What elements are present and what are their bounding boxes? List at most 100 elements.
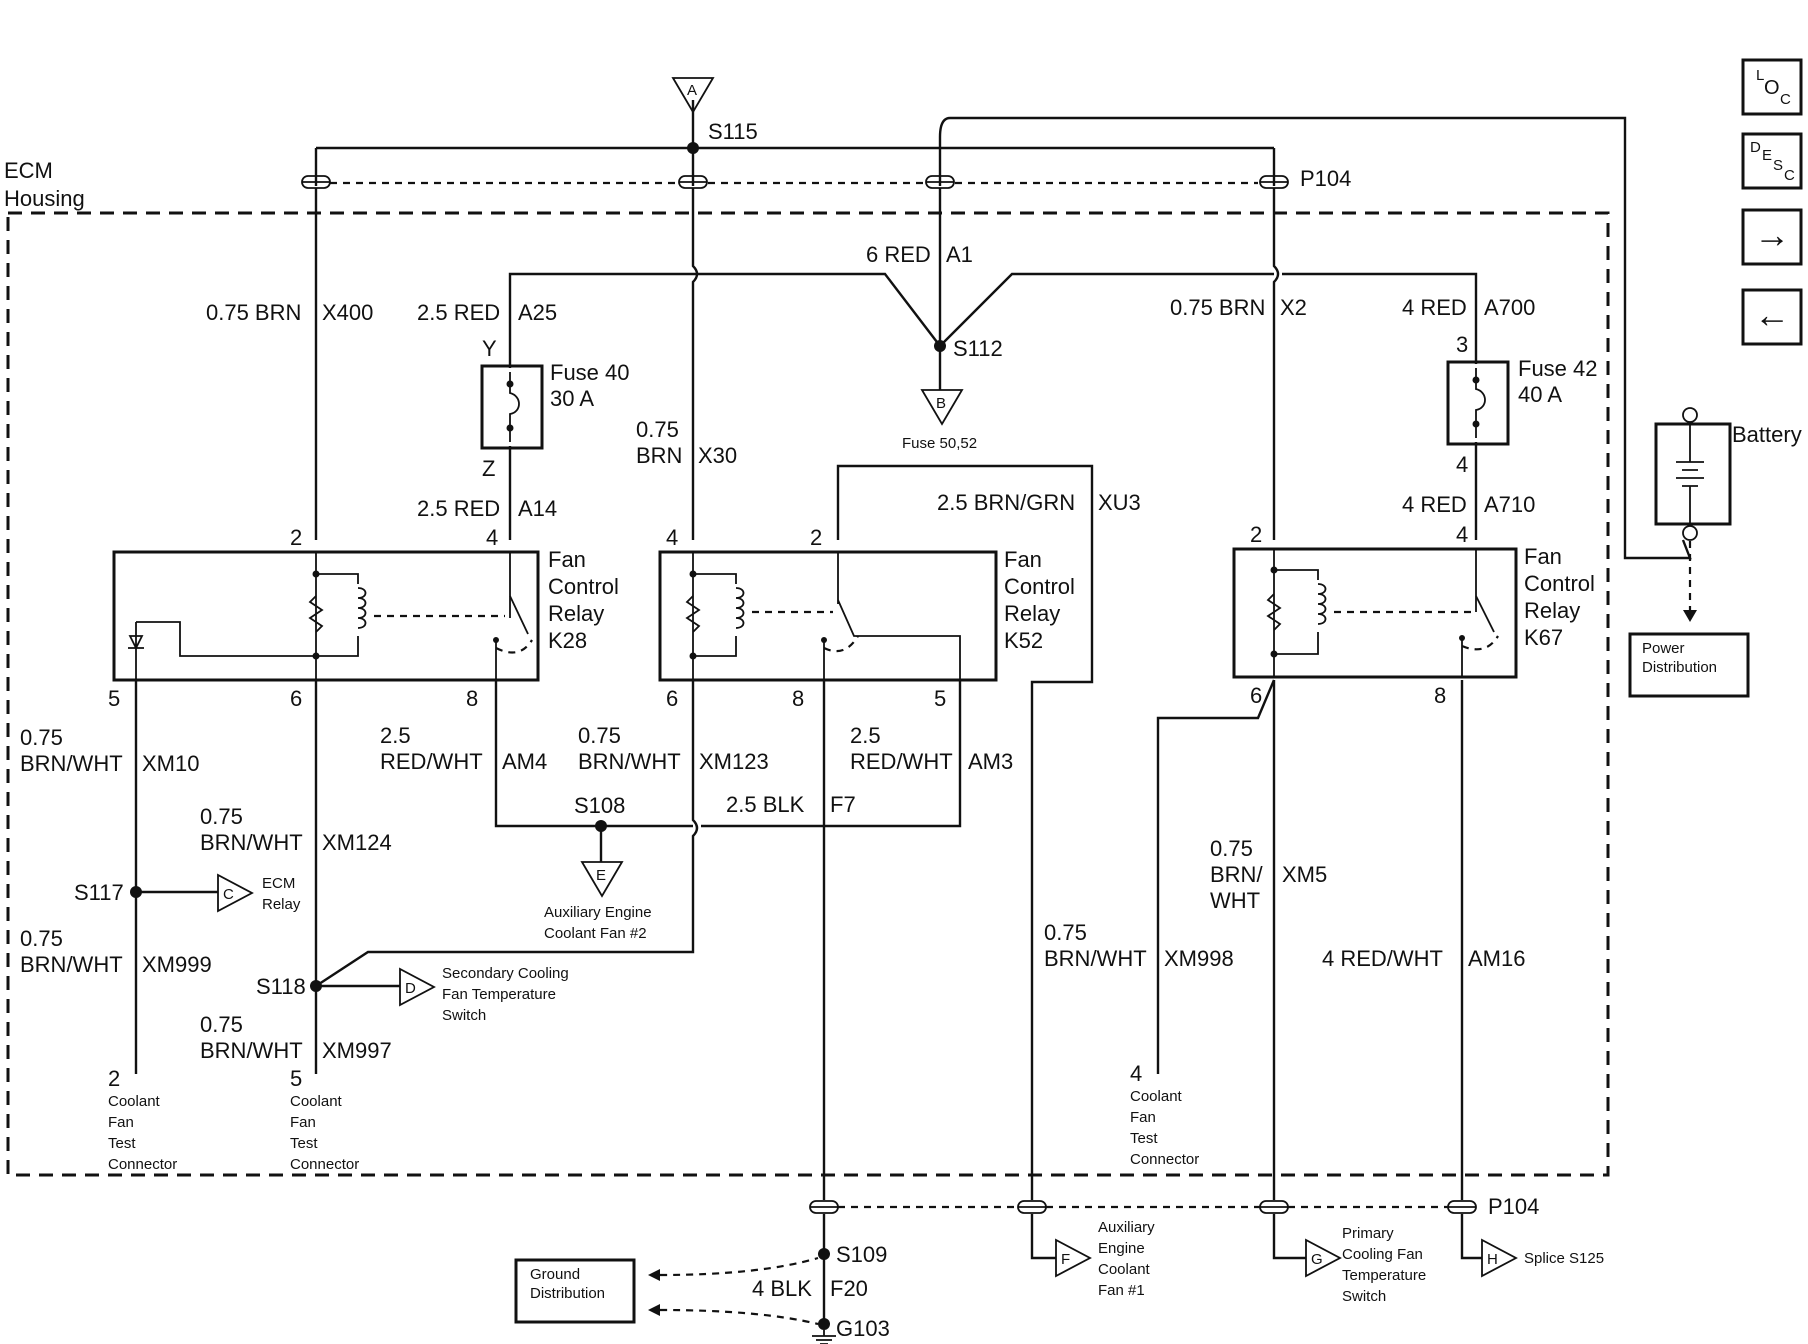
svg-text:E: E	[1762, 147, 1772, 164]
offpage-h-icon: H	[1481, 1238, 1518, 1278]
next-arrow-button[interactable]: →	[1741, 208, 1803, 266]
power-distribution-line1: Power	[1642, 640, 1685, 657]
wire-xm998-size2: BRN/WHT	[1044, 946, 1147, 971]
offpage-e-line1: Auxiliary Engine	[544, 904, 652, 921]
wire-xm10-size2: BRN/WHT	[20, 751, 123, 776]
wire-am3-circuit: AM3	[968, 749, 1013, 774]
tc5-line2: Fan	[290, 1114, 316, 1131]
wire-xm998-size1: 0.75	[1044, 920, 1087, 945]
wire-a710-size: 4 RED	[1402, 492, 1467, 517]
wire-xu3	[836, 464, 1094, 1200]
wire-x30-size1: 0.75	[636, 417, 679, 442]
k28-pin-4: 4	[486, 525, 498, 550]
tc4-line1: Coolant	[1130, 1088, 1183, 1105]
housing-label-line2: Housing	[4, 186, 85, 211]
wire-xm5-circuit: XM5	[1282, 862, 1327, 887]
tc2-line2: Fan	[108, 1114, 134, 1131]
relay-k28-internals	[128, 552, 533, 680]
relay-k67-line3: Relay	[1524, 598, 1580, 623]
wire-xu3-circuit: XU3	[1098, 490, 1141, 515]
power-distribution-line2: Distribution	[1642, 659, 1717, 676]
splice-s112-label: S112	[953, 336, 1003, 361]
k52-pin-8: 8	[792, 686, 804, 711]
housing-label-line1: ECM	[4, 158, 53, 183]
power-distribution-box	[1628, 632, 1750, 698]
relay-k28-line1: Fan	[548, 547, 586, 572]
relay-k52-line4: K52	[1004, 628, 1043, 653]
relay-k28-line3: Relay	[548, 601, 604, 626]
offpage-h-label: Splice S125	[1524, 1250, 1604, 1267]
wire-a710-circuit: A710	[1484, 492, 1535, 517]
svg-text:C: C	[1780, 91, 1791, 108]
wire-x2	[1272, 188, 1280, 540]
wire-xm124-circuit: XM124	[322, 830, 392, 855]
offpage-c-icon: C	[217, 873, 254, 913]
splice-s109-label: S109	[836, 1242, 887, 1267]
wire-xm10-size1: 0.75	[20, 725, 63, 750]
tc4-line3: Test	[1130, 1130, 1158, 1147]
connector-p104-bottom: P104	[1488, 1194, 1539, 1219]
fuse-42-name: Fuse 42	[1518, 356, 1598, 381]
k67-pin-4: 4	[1456, 522, 1468, 547]
wire-x2-size: 0.75 BRN	[1170, 295, 1265, 320]
svg-text:C: C	[1784, 167, 1795, 184]
ground-icon	[812, 1330, 836, 1344]
wire-xm124-size1: 0.75	[200, 804, 243, 829]
battery-label: Battery	[1732, 422, 1802, 447]
relay-k52-line2: Control	[1004, 574, 1075, 599]
offpage-a-icon: A	[671, 77, 715, 114]
tc2-line4: Connector	[108, 1156, 177, 1173]
tc2-line3: Test	[108, 1135, 136, 1152]
tc4-pin: 4	[1130, 1061, 1142, 1086]
connector-p104-top: P104	[1300, 166, 1351, 191]
k67-pin-2: 2	[1250, 522, 1262, 547]
relay-k67-line2: Control	[1524, 571, 1595, 596]
offpage-g-icon: G	[1305, 1238, 1342, 1278]
tc5-pin: 5	[290, 1066, 302, 1091]
ground-distribution-line1: Ground	[530, 1266, 580, 1283]
wire-xu3-size: 2.5 BRN/GRN	[937, 490, 1075, 515]
wire-am4-circuit: AM4	[502, 749, 547, 774]
offpage-g-line3: Temperature	[1342, 1267, 1426, 1284]
relay-k67-line4: K67	[1524, 625, 1563, 650]
battery-icon	[1654, 407, 1732, 541]
splice-s108-label: S108	[574, 793, 625, 818]
k28-pin-5: 5	[108, 686, 120, 711]
tc5-line1: Coolant	[290, 1093, 343, 1110]
offpage-e-icon: E	[580, 861, 624, 898]
ground-distribution-box	[514, 1258, 636, 1324]
wire-xm123-circuit: XM123	[699, 749, 769, 774]
ground-distribution-line2: Distribution	[530, 1285, 605, 1302]
k28-pin-2: 2	[290, 525, 302, 550]
svg-text:C: C	[223, 886, 234, 903]
wire-am16-size: 4 RED/WHT	[1322, 946, 1443, 971]
wire-a25-circuit: A25	[518, 300, 557, 325]
wire-xm997-size1: 0.75	[200, 1012, 243, 1037]
k28-pin-6: 6	[290, 686, 302, 711]
ground-g103-label: G103	[836, 1316, 890, 1341]
relay-k67-internals	[1266, 549, 1499, 677]
splice-s118-label: S118	[256, 974, 306, 999]
splice-s109	[818, 1248, 830, 1260]
offpage-f-icon: F	[1055, 1238, 1092, 1278]
wire-a1-size: 6 RED	[866, 242, 931, 267]
wire-xm123-size2: BRN/WHT	[578, 749, 681, 774]
k67-pin-8: 8	[1434, 683, 1446, 708]
wire-f20-size: 4 BLK	[752, 1276, 812, 1301]
wire-f20-circuit: F20	[830, 1276, 868, 1301]
svg-text:O: O	[1764, 77, 1780, 99]
offpage-d-line2: Fan Temperature	[442, 986, 556, 1003]
top-bus	[314, 100, 1692, 560]
svg-text:S: S	[1773, 157, 1783, 174]
tc5-line3: Test	[290, 1135, 318, 1152]
fuse-40-name: Fuse 40	[550, 360, 630, 385]
loc-button[interactable]: LOC	[1741, 58, 1803, 116]
wire-f7-size: 2.5 BLK	[726, 792, 805, 817]
splice-s115-label: S115	[708, 119, 758, 144]
svg-text:F: F	[1061, 1251, 1070, 1268]
relay-k52-line3: Relay	[1004, 601, 1060, 626]
svg-text:E: E	[596, 867, 606, 884]
prev-arrow-button[interactable]: ←	[1741, 288, 1803, 346]
